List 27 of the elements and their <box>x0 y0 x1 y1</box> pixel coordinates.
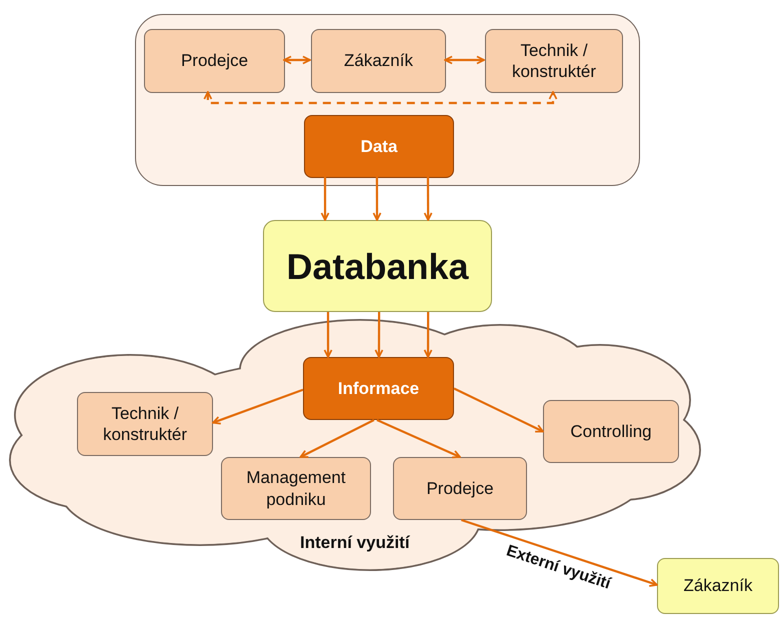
group-panel <box>135 14 640 186</box>
arrow <box>212 388 304 424</box>
process-box: Prodejce <box>393 457 527 520</box>
process-box: Zákazník <box>311 29 446 93</box>
arrow <box>283 56 311 64</box>
arrow <box>300 419 374 458</box>
dashed-arrow <box>203 91 558 104</box>
arrow <box>372 177 382 221</box>
arrow <box>424 312 432 358</box>
process-box: Prodejce <box>144 29 285 93</box>
process-box: Controlling <box>543 400 679 463</box>
arrow <box>320 177 330 221</box>
database-box: Databanka <box>263 220 492 312</box>
process-box: Informace <box>303 357 454 420</box>
arrow <box>376 419 461 458</box>
arrow <box>374 312 384 358</box>
arrow <box>444 56 485 64</box>
group-label: Interní využití <box>300 532 410 554</box>
process-box: Technik / konstruktér <box>485 29 623 93</box>
arrow <box>454 388 544 432</box>
process-box: Zákazník <box>657 558 779 614</box>
arrow <box>461 518 658 587</box>
process-box: Management podniku <box>221 457 371 520</box>
process-box: Technik / konstruktér <box>77 392 213 456</box>
edge-label: Externí využití <box>503 542 614 596</box>
arrow <box>424 177 432 221</box>
process-box: Data <box>304 115 454 178</box>
